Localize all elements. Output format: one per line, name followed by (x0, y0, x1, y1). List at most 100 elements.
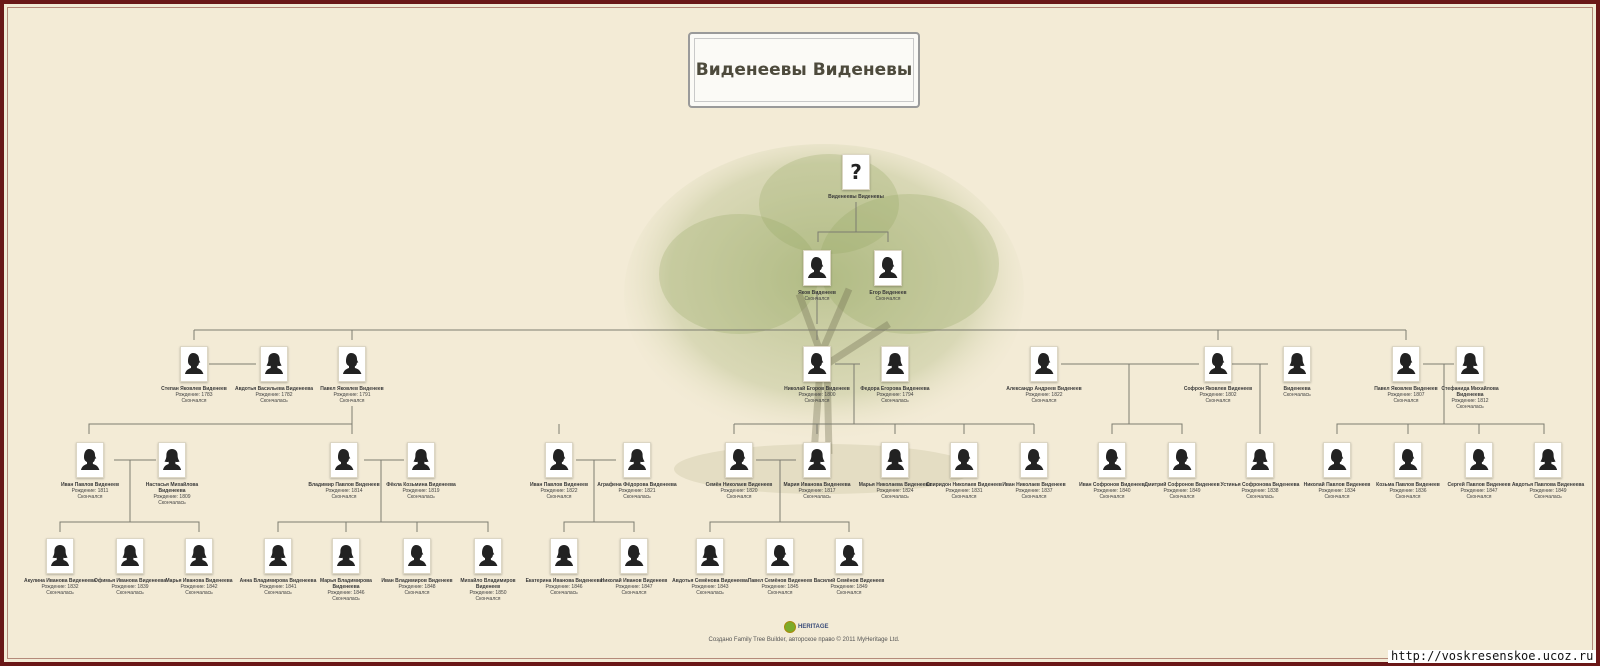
person-name[interactable]: Акулина Иванова Виденеева (24, 578, 96, 584)
person-photo[interactable] (1394, 442, 1422, 478)
person-name[interactable]: Николай Иванов Виденеев (600, 578, 668, 584)
person-name[interactable]: Семён Николаев Виденеев (705, 482, 773, 488)
person-photo[interactable] (338, 346, 366, 382)
person-photo[interactable]: ? (842, 154, 870, 190)
person-name[interactable]: Марья Иванова Виденеева (165, 578, 233, 584)
person-photo[interactable] (403, 538, 431, 574)
person-photo[interactable] (1465, 442, 1493, 478)
person-photo[interactable] (474, 538, 502, 574)
person-photo[interactable] (158, 442, 186, 478)
person-photo[interactable] (1098, 442, 1126, 478)
person-name[interactable]: Виденеевы Виденевы (828, 194, 884, 200)
person-photo[interactable] (881, 346, 909, 382)
person-name[interactable]: Иван Николаев Виденеев (1002, 482, 1066, 488)
person-name[interactable]: Авдотья Семёнова Виденеева (672, 578, 748, 584)
person-photo[interactable] (1392, 346, 1420, 382)
person-photo[interactable] (1323, 442, 1351, 478)
person-photo[interactable] (1246, 442, 1274, 478)
person-name[interactable]: Софрон Яковлев Виденеев (1183, 386, 1253, 392)
person-photo[interactable] (950, 442, 978, 478)
person-name[interactable]: Виденеева (1283, 386, 1311, 392)
person-photo[interactable] (803, 250, 831, 286)
person-name[interactable]: Офимья Иванова Виденеева (93, 578, 167, 584)
person-name[interactable]: Иван Павлов Виденеев (529, 482, 589, 488)
person-photo[interactable] (330, 442, 358, 478)
person-photo[interactable] (1534, 442, 1562, 478)
person-photo[interactable] (874, 250, 902, 286)
person-photo[interactable] (1456, 346, 1484, 382)
person-name[interactable]: Козьма Павлов Виденеев (1376, 482, 1440, 488)
person-name[interactable]: Авдотья Васильева Виденеева (234, 386, 314, 392)
person-photo[interactable] (1283, 346, 1311, 382)
person-photo[interactable] (881, 442, 909, 478)
person-name[interactable]: Стефанида Михайлова Виденеева (1441, 386, 1499, 398)
person-photo[interactable] (623, 442, 651, 478)
person-photo[interactable] (725, 442, 753, 478)
person-name[interactable]: Марья Владимирова Виденеева (320, 578, 372, 590)
person-name[interactable]: Настасья Михайлова Виденеева (145, 482, 199, 494)
person-photo[interactable] (803, 346, 831, 382)
person-photo[interactable] (264, 538, 292, 574)
person-photo[interactable] (332, 538, 360, 574)
person-photo[interactable] (803, 442, 831, 478)
person-name[interactable]: Иван Софронов Виденеев (1079, 482, 1145, 488)
person-photo[interactable] (545, 442, 573, 478)
person-photo[interactable] (1204, 346, 1232, 382)
person-photo[interactable] (766, 538, 794, 574)
person-photo[interactable] (76, 442, 104, 478)
person-name[interactable]: Александр Андреев Виденеев (1006, 386, 1082, 392)
person-name[interactable]: Павел Яковлев Виденеев (320, 386, 384, 392)
person-photo[interactable] (550, 538, 578, 574)
person-name[interactable]: Иван Павлов Виденеев (60, 482, 120, 488)
person-name[interactable]: Сергей Павлов Виденеев (1447, 482, 1511, 488)
person-name[interactable]: Иван Владимиров Виденеев (381, 578, 453, 584)
person-name[interactable]: Мария Иванова Виденеева (783, 482, 851, 488)
person-name[interactable]: Павел Яковлев Виденеев (1374, 386, 1438, 392)
person-photo[interactable] (696, 538, 724, 574)
person-name[interactable]: Василий Семёнов Виденеев (813, 578, 885, 584)
person-photo[interactable] (407, 442, 435, 478)
person-photo[interactable] (835, 538, 863, 574)
person-name[interactable]: Устинья Софронова Виденеева (1220, 482, 1300, 488)
person-name[interactable]: Егор Виденеев (869, 290, 907, 296)
person-name[interactable]: Степан Яковлев Виденеев (161, 386, 227, 392)
person-name[interactable]: Николай Егоров Виденеев (784, 386, 850, 392)
person-name[interactable]: Николай Павлов Виденеев (1303, 482, 1371, 488)
person-name[interactable]: Дмитрий Софронов Виденеев (1144, 482, 1220, 488)
